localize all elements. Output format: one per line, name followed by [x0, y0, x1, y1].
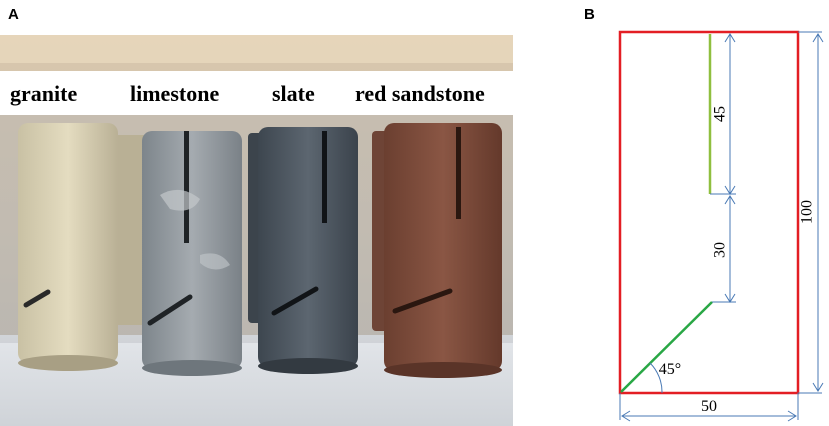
label-45: 45 [712, 106, 729, 122]
granite-specimen [18, 123, 149, 371]
angle-arc [649, 362, 663, 394]
specimen-outline [618, 30, 800, 395]
lower-slit [620, 301, 713, 393]
label-30: 30 [712, 242, 729, 258]
limestone-specimen [142, 131, 242, 376]
label-limestone: limestone [130, 81, 219, 106]
panel-a-label: A [8, 6, 19, 23]
specimen-geometry-diagram: 45 30 100 50 45° [618, 30, 824, 422]
rock-specimens-photo: granite limestone slate red sandstone [0, 35, 513, 426]
label-red-sandstone: red sandstone [355, 81, 485, 106]
label-slate: slate [272, 81, 315, 106]
dimension-50 [619, 393, 799, 422]
label-angle: 45° [659, 361, 681, 378]
label-granite: granite [10, 81, 77, 106]
red-sandstone-specimen [372, 123, 502, 378]
label-100: 100 [799, 200, 816, 224]
dimension-45 [710, 33, 736, 195]
dimension-30 [712, 195, 736, 303]
panel-b-label: B [584, 6, 595, 23]
dimension-100 [798, 31, 824, 394]
slate-specimen [248, 127, 358, 374]
label-50: 50 [701, 398, 717, 415]
